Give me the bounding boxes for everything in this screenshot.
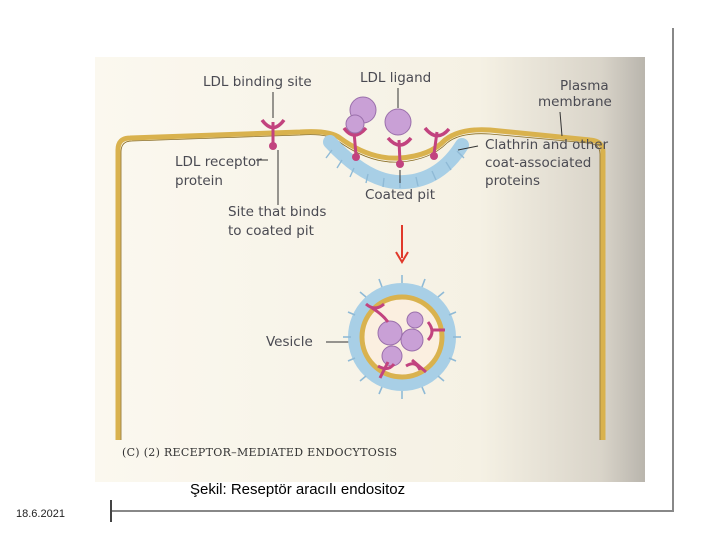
panel-title: (C) (2) RECEPTOR–MEDIATED ENDOCYTOSIS bbox=[122, 446, 397, 459]
label-ldl-receptor-2: protein bbox=[175, 173, 223, 189]
label-site-binds-1: Site that binds bbox=[228, 204, 326, 220]
frame-border-left bbox=[110, 500, 112, 522]
label-clathrin-3: proteins bbox=[485, 173, 540, 189]
label-ldl-binding-site: LDL binding site bbox=[203, 74, 312, 90]
label-vesicle: Vesicle bbox=[266, 334, 313, 350]
label-membrane: membrane bbox=[538, 94, 612, 110]
ldl-receptor bbox=[260, 118, 286, 150]
label-plasma: Plasma bbox=[560, 78, 609, 94]
vesicle bbox=[343, 275, 461, 399]
label-clathrin-1: Clathrin and other bbox=[485, 137, 609, 153]
frame-border-right bbox=[672, 28, 674, 512]
label-ldl-receptor-1: LDL receptor bbox=[175, 154, 262, 170]
arrow-down-icon bbox=[395, 225, 409, 264]
ldl-ligands bbox=[345, 96, 412, 136]
frame-border-bottom bbox=[110, 510, 674, 512]
receptors-in-pit bbox=[342, 126, 451, 168]
label-coated-pit: Coated pit bbox=[365, 187, 435, 203]
label-ldl-ligand: LDL ligand bbox=[360, 70, 431, 86]
diagram-photo bbox=[95, 57, 645, 482]
slide-date: 18.6.2021 bbox=[16, 508, 65, 520]
label-site-binds-2: to coated pit bbox=[228, 223, 314, 239]
clathrin-coat-pit bbox=[323, 135, 469, 190]
label-clathrin-2: coat-associated bbox=[485, 155, 591, 171]
figure-caption: Şekil: Reseptör aracılı endositoz bbox=[190, 481, 406, 498]
